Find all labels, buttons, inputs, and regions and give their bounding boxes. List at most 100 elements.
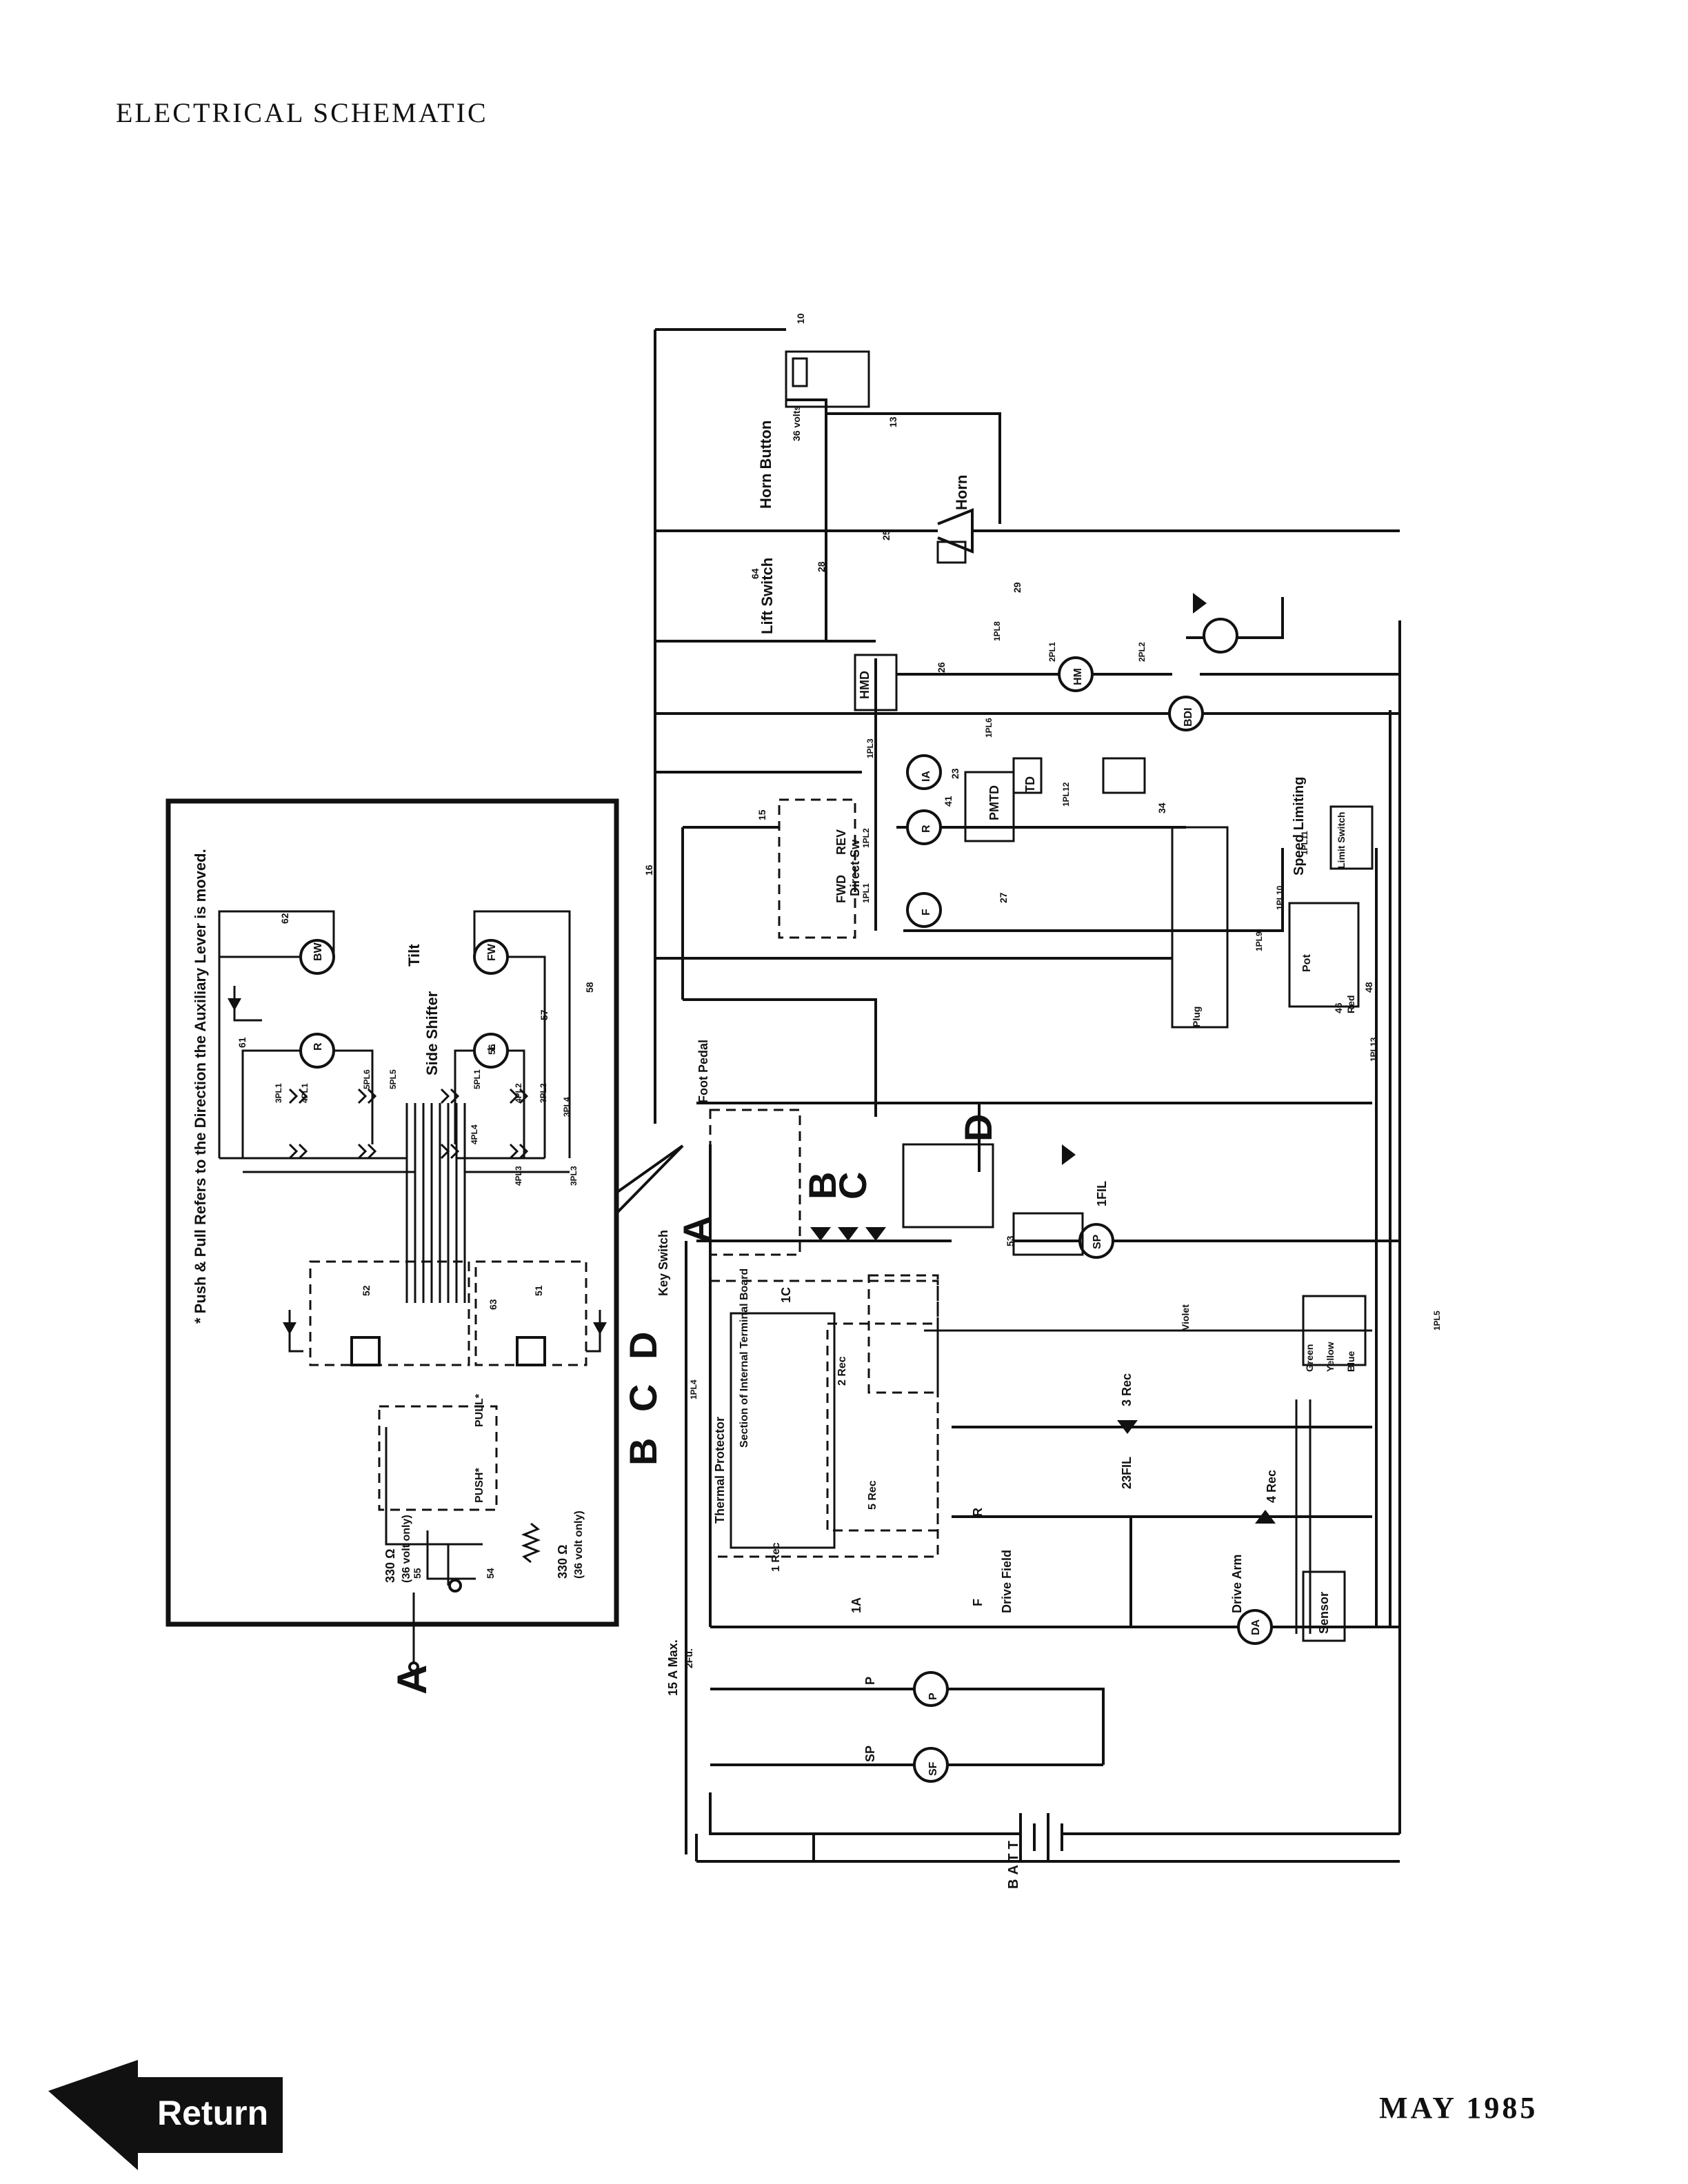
wire-54: 54	[485, 1568, 496, 1579]
inset-pointer	[615, 1144, 684, 1215]
plug-1pl11: 1PL11	[1300, 831, 1309, 855]
plug-4pl1: 4PL1	[300, 1083, 310, 1103]
wire-25: 25	[881, 529, 892, 540]
foot-pedal-label: Foot Pedal	[696, 1040, 710, 1103]
wire-41: 41	[943, 796, 954, 807]
res-330b-label: 330 Ω	[556, 1545, 570, 1579]
wire-16: 16	[643, 865, 654, 876]
main-terminal-a: A	[675, 1216, 719, 1244]
return-button[interactable]: Return	[41, 2060, 290, 2177]
r-contactor-label: R	[921, 825, 932, 833]
green-label: Green	[1304, 1344, 1315, 1372]
inset-note: * Push & Pull Refers to the Direction th…	[192, 849, 209, 1324]
plug-4pl4: 4PL4	[470, 1124, 479, 1144]
red-label: Red	[1345, 995, 1356, 1013]
wire-61: 61	[237, 1037, 248, 1048]
res-330a-label: 330 Ω	[383, 1549, 397, 1583]
plug-1pl12: 1PL12	[1061, 782, 1071, 807]
plug-2pl1: 2PL1	[1047, 642, 1057, 662]
ia-label: IA	[921, 771, 932, 782]
plug-1pl3: 1PL3	[865, 738, 875, 758]
f-contactor-label: F	[921, 909, 932, 916]
res-330b-note: (36 volt only)	[573, 1510, 585, 1579]
yellow-label: Yellow	[1325, 1342, 1336, 1372]
plug-1pl4: 1PL4	[689, 1379, 699, 1399]
inset-terminal-d: D	[621, 1332, 665, 1359]
wire-62: 62	[279, 913, 290, 924]
wire-57: 57	[539, 1009, 550, 1020]
plug-1pl13: 1PL13	[1369, 1037, 1378, 1062]
wire-13: 13	[887, 416, 898, 427]
fuse-label: 15 A Max.	[666, 1639, 680, 1696]
l-motor-label: L	[486, 1044, 498, 1051]
side-shifter-label: Side Shifter	[423, 991, 441, 1075]
wire-15: 15	[756, 809, 767, 820]
wire-46: 46	[1333, 1002, 1344, 1013]
batt-label: BATT	[1006, 1837, 1021, 1889]
plug-1pl5: 1PL5	[1432, 1311, 1442, 1331]
lift-switch-label: Lift Switch	[758, 558, 776, 634]
return-button-label: Return	[157, 2094, 269, 2132]
wire-23: 23	[950, 768, 961, 779]
p-motor-label: P	[927, 1692, 939, 1700]
pmtd-label: PMTD	[987, 785, 1001, 820]
rec3-label: 3 Rec	[1120, 1373, 1134, 1406]
plug-5pl1: 5PL1	[472, 1069, 482, 1089]
key-switch-label: Key Switch	[656, 1230, 670, 1296]
plug-3pl2: 3PL2	[539, 1083, 548, 1103]
contact-labels: 1A F R P SP 1C	[779, 1287, 985, 1762]
page-date: MAY 1985	[1379, 2091, 1538, 2125]
wire-63: 63	[488, 1299, 499, 1310]
sensor-label: Sensor	[1317, 1592, 1331, 1634]
wire-56: 56	[486, 1044, 497, 1055]
wire-29: 29	[1012, 582, 1023, 593]
component-labels: Horn Horn Button Lift Switch HMD HM BDI …	[656, 405, 1356, 1889]
plug-4pl2: 4PL2	[514, 1083, 523, 1103]
rec5-label: 5 Rec	[867, 1480, 878, 1510]
drive-arm-label: Drive Arm	[1230, 1555, 1244, 1613]
plug-5pl5: 5PL5	[388, 1069, 398, 1089]
plug-label: Plug	[1191, 1007, 1202, 1027]
rec4-label: 4 Rec	[1265, 1470, 1278, 1503]
hm-label: HM	[1072, 668, 1084, 685]
wire-34: 34	[1156, 802, 1167, 813]
plug-3pl3: 3PL3	[569, 1166, 579, 1186]
wire-64: 64	[750, 568, 761, 579]
wire-numbers: 10 13 15 16 23 25 26 27 28 29 34 41 46 4…	[237, 313, 1374, 1579]
blue-label: Blue	[1345, 1351, 1356, 1372]
contact-1a: 1A	[850, 1597, 863, 1613]
plug-5pl6: 5PL6	[362, 1069, 372, 1089]
rev-label: REV	[834, 829, 848, 855]
horn-label: Horn	[953, 475, 970, 510]
internal-board-label: Section of Internal Terminal Board	[738, 1268, 750, 1448]
plug-1pl10: 1PL10	[1275, 885, 1285, 910]
res-330a-note: (36 volt only)	[401, 1515, 412, 1583]
limit-switch-label: Limit Switch	[1336, 812, 1347, 869]
plug-1pl8: 1PL8	[992, 621, 1002, 641]
drive-field-label: Drive Field	[1000, 1550, 1014, 1613]
battery	[814, 1813, 1400, 1861]
violet-label: Violet	[1180, 1304, 1191, 1331]
contact-r: R	[971, 1508, 985, 1517]
auxiliary-inset: * Push & Pull Refers to the Direction th…	[165, 798, 684, 1672]
plug-1pl1: 1PL1	[861, 883, 871, 903]
sf-motor-label: SF	[927, 1761, 939, 1776]
plug-3pl4: 3PL4	[562, 1097, 572, 1117]
wire-52: 52	[361, 1285, 372, 1296]
thermal-protector-label: Thermal Protector	[713, 1417, 727, 1524]
sp-circle-label: SP	[1092, 1234, 1103, 1249]
main-terminal-b: B	[801, 1172, 844, 1200]
direct-sw-label: Direct Sw	[848, 839, 862, 896]
inset-terminal-c: C	[621, 1384, 665, 1412]
wire-10: 10	[795, 313, 806, 324]
main-terminal-c: C	[831, 1172, 874, 1200]
wire-48: 48	[1363, 982, 1374, 993]
plug-labels: 1PL1 1PL2 1PL3 1PL4 1PL5 1PL6 1PL8 1PL9 …	[274, 621, 1442, 1399]
wire-26: 26	[936, 662, 947, 673]
plug-2pl2: 2PL2	[1137, 642, 1147, 662]
wire-51: 51	[533, 1285, 544, 1296]
return-arrow-icon	[48, 2060, 283, 2170]
td-label: TD	[1023, 776, 1037, 793]
page-title: ELECTRICAL SCHEMATIC	[116, 97, 488, 128]
